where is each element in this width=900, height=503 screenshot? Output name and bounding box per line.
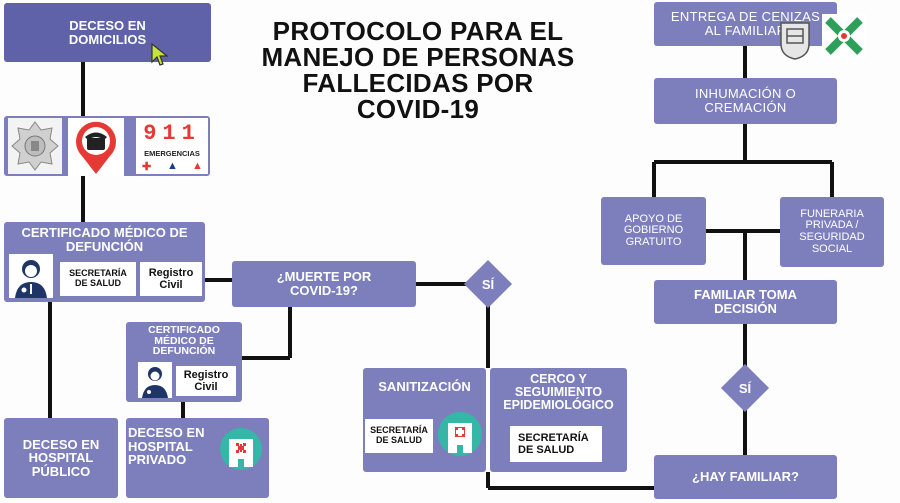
box-label: DEFUNCIÓN (152, 345, 216, 358)
badge-line: DE SALUD (518, 444, 575, 456)
decision-yes-label: SÍ (481, 277, 495, 292)
badge-line: SECRETARÍA (69, 268, 127, 279)
box-label: INHUMACIÓN O (694, 86, 797, 102)
box-label: MÉDICO DE (154, 334, 214, 347)
box-label: ¿HAY FAMILIAR? (692, 469, 799, 485)
box-label: ¿MUERTE POR (276, 269, 372, 285)
doctor-icon (138, 362, 172, 398)
badge-line: SECRETARÍA (518, 431, 589, 444)
box-label: HOSPITAL (128, 438, 193, 454)
badge-line: DE SALUD (74, 278, 121, 288)
box-label: COVID-19? (290, 283, 358, 298)
box-label: SEGUIMIENTO (514, 385, 603, 400)
box-label: DECESO EN (22, 436, 100, 452)
title-line: MANEJO DE PERSONAS (261, 42, 575, 72)
muerte-covid-box: ¿MUERTE POR COVID-19? (232, 261, 416, 307)
emergencias-badge: 911 EMERGENCIAS ✚ ▲ ▲ (136, 118, 208, 174)
box-label: PÚBLICO (31, 463, 91, 479)
box-label: GRATUITO (625, 235, 682, 248)
box-label: CERTIFICADO (148, 324, 220, 336)
deceso-domicilios-box: DECESO EN DOMICILIOS (4, 3, 211, 62)
box-label: DECESO EN (128, 425, 205, 440)
box-label: AL FAMILIAR (704, 23, 787, 38)
box-label: DECESO EN (69, 17, 146, 33)
badge-line: SECRETARÍA (370, 425, 428, 436)
box-label: PRIVADO (128, 452, 187, 468)
secretaria-salud-badge: SECRETARÍA DE SALUD (60, 262, 136, 296)
emergency-label: EMERGENCIAS (144, 149, 200, 158)
title-line: PROTOCOLO PARA EL (272, 16, 564, 46)
hay-familiar-box: ¿HAY FAMILIAR? (654, 455, 837, 499)
funeraria-box: FUNERARIA PRIVADA / SEGURIDAD SOCIAL (780, 197, 884, 267)
badge-line: Civil (194, 381, 218, 393)
title-line: FALLECIDAS POR (302, 68, 534, 98)
secretaria-salud-badge-2: SECRETARÍA DE SALUD (365, 419, 433, 453)
badge-line: Registro (148, 266, 194, 279)
box-label: ENTREGA DE CENIZAS (670, 9, 821, 25)
certificado-medico-title-2: CERTIFICADO MÉDICO DE DEFUNCIÓN (126, 325, 242, 357)
box-label: EPIDEMIOLÓGICO (503, 398, 614, 413)
hospital-publico-box: DECESO EN HOSPITAL PÚBLICO (4, 418, 118, 498)
fire-icon: ▲ (192, 160, 203, 172)
box-label: HOSPITAL (28, 450, 94, 466)
familiar-decision-box: FAMILIAR TOMA DECISIÓN (654, 280, 837, 324)
registro-civil-badge: Registro Civil (140, 262, 202, 296)
telephone-pin-icon (68, 118, 124, 176)
box-label: DECISIÓN (714, 301, 777, 316)
title-line: COVID-19 (356, 94, 480, 124)
box-label: CERCO Y (530, 372, 587, 386)
certificado-medico-title: CERTIFICADO MÉDICO DE DEFUNCIÓN (4, 226, 205, 253)
box-label: FUNERARIA (800, 207, 864, 220)
badge-line: Registro (183, 368, 229, 381)
registro-civil-badge-2: Registro Civil (176, 366, 236, 396)
cdmx-shield-icon (780, 22, 810, 60)
cursor-icon (151, 42, 168, 66)
badge-line: Civil (159, 279, 183, 291)
box-label: SOCIAL (811, 242, 853, 255)
cerco-label: CERCO Y SEGUIMIENTO EPIDEMIOLÓGICO (490, 372, 627, 413)
police-badge-icon (8, 118, 62, 174)
inhumacion-box: INHUMACIÓN O CREMACIÓN (654, 78, 837, 124)
box-label: SEGURIDAD (799, 231, 865, 243)
hospital-privado-label: DECESO EN HOSPITAL PRIVADO (128, 426, 222, 467)
box-label: APOYO DE (624, 212, 683, 225)
box-label: CERTIFICADO MÉDICO DE (21, 225, 188, 240)
box-label: DEFUNCIÓN (65, 238, 144, 254)
box-label: PRIVADA / (805, 219, 859, 232)
decision-yes-label: SÍ (738, 381, 752, 396)
cross-icon: ✚ (142, 161, 152, 173)
box-label: FAMILIAR TOMA (693, 287, 798, 303)
sanitizacion-label: SANITIZACIÓN (378, 379, 471, 394)
page-title: PROTOCOLO PARA EL MANEJO DE PERSONAS FAL… (228, 18, 608, 122)
box-label: GOBIERNO (623, 224, 684, 237)
box-label: DOMICILIOS (68, 31, 147, 47)
emergency-number: 911 (143, 121, 201, 146)
apoyo-gobierno-box: APOYO DE GOBIERNO GRATUITO (601, 197, 706, 265)
cdmx-logo-icon (822, 14, 866, 58)
police-cap-icon: ▲ (167, 160, 178, 172)
badge-line: DE SALUD (375, 435, 422, 445)
doctor-icon (9, 254, 53, 298)
secretaria-salud-badge-3: SECRETARÍA DE SALUD (510, 426, 602, 462)
hospital-icon (220, 428, 262, 470)
box-label: CREMACIÓN (704, 100, 787, 115)
hospital-icon (438, 412, 482, 456)
